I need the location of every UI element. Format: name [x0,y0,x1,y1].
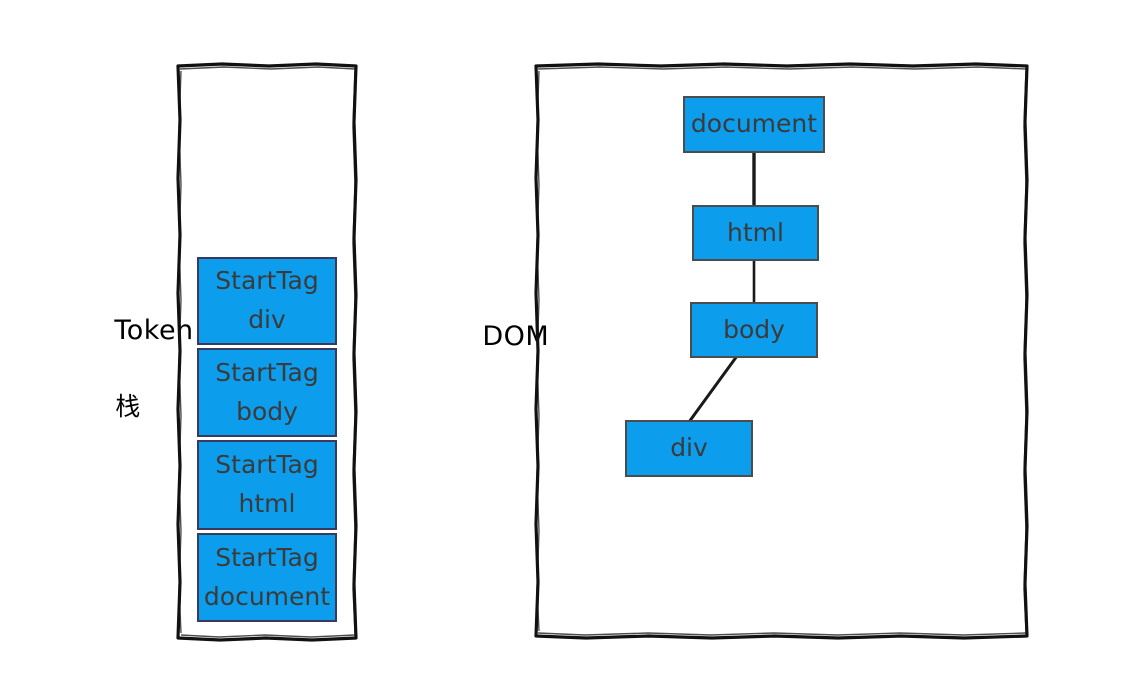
dom-node-body[interactable]: body [690,302,818,358]
stack-item-2[interactable]: StartTag html [197,440,337,530]
token-stack-label-line2: 栈 [115,392,141,422]
stack-item-kind: StartTag [215,450,319,480]
dom-label: DOM [446,278,548,395]
stack-item-name: body [236,396,298,426]
dom-node-label: html [727,217,784,247]
stack-item-3[interactable]: StartTag document [197,533,337,622]
stack-item-name: html [238,489,296,518]
stack-item-kind: StartTag [215,542,319,572]
dom-node-html[interactable]: html [692,205,819,261]
stack-item-name: document [203,581,331,611]
dom-node-label: document [690,109,818,139]
stack-item-name: div [248,305,286,334]
dom-node-div[interactable]: div [625,420,753,477]
dom-node-label: div [670,433,708,463]
token-stack-label: Token 栈 [78,272,193,504]
token-stack-frame [176,62,358,642]
stack-item-kind: StartTag [215,357,319,387]
stack-item-1[interactable]: StartTag body [197,348,337,437]
dom-node-document[interactable]: document [683,96,825,153]
stack-item-kind: StartTag [215,266,319,296]
stack-item-0[interactable]: StartTag div [197,257,337,345]
dom-frame [534,62,1029,640]
dom-node-label: body [723,314,785,344]
